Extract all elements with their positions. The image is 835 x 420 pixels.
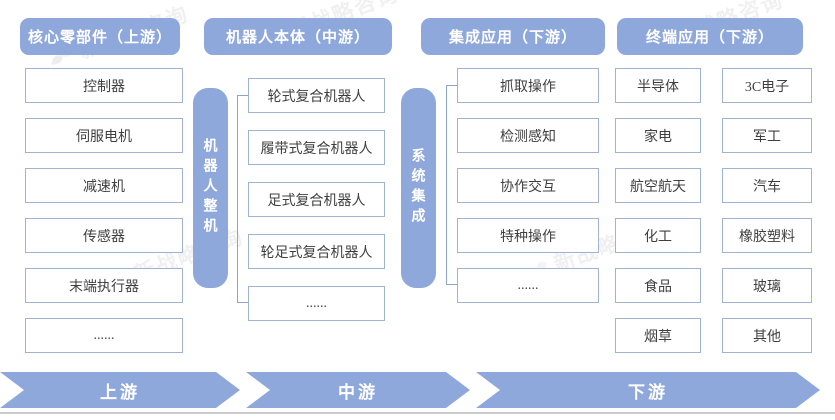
header-terminal-apps: 终端应用（下游） [617,18,803,55]
terminal-item-chemical: 化工 [615,218,701,253]
integration-bracket [446,85,457,285]
upstream-item-ellipsis: ...... [25,318,183,353]
terminal-item-aerospace: 航空航天 [615,168,701,203]
bottom-divider [0,412,835,414]
system-integration-bar: 系统集成 [401,88,436,288]
flow-arrow-midstream: 中游 [246,372,470,408]
integration-item-grasping: 抓取操作 [457,68,599,103]
midstream-item-legged: 足式复合机器人 [248,182,385,217]
midstream-item-wheeled: 轮式复合机器人 [248,78,385,113]
integration-item-ellipsis: ...... [457,268,599,303]
terminal-item-3c-electronics: 3C电子 [722,68,812,103]
terminal-item-rubber-plastic: 橡胶塑料 [722,218,812,253]
robot-whole-machine-bar: 机器人整机 [193,88,228,288]
upstream-item-sensor: 传感器 [25,218,183,253]
integration-item-interaction: 协作交互 [457,168,599,203]
terminal-item-military: 军工 [722,118,812,153]
upstream-item-end-effector: 末端执行器 [25,268,183,303]
midstream-item-tracked: 履带式复合机器人 [248,130,385,165]
upstream-item-controller: 控制器 [25,68,183,103]
midstream-item-ellipsis: ...... [248,286,385,321]
header-robot-body: 机器人本体（中游） [204,18,392,55]
terminal-item-home-appliance: 家电 [615,118,701,153]
header-integrated-apps: 集成应用（下游） [421,18,605,55]
terminal-item-semiconductor: 半导体 [615,68,701,103]
terminal-item-automotive: 汽车 [722,168,812,203]
midstream-item-wheel-legged: 轮足式复合机器人 [248,234,385,269]
integration-item-special-ops: 特种操作 [457,218,599,253]
flow-arrow-downstream: 下游 [476,372,820,408]
header-core-components: 核心零部件（上游） [20,18,180,55]
upstream-item-servo-motor: 伺服电机 [25,118,183,153]
flow-arrow-upstream: 上游 [0,372,240,408]
terminal-item-glass: 玻璃 [722,268,812,303]
midstream-bracket [237,95,248,303]
terminal-item-tobacco: 烟草 [615,318,701,353]
upstream-item-reducer: 减速机 [25,168,183,203]
terminal-item-food: 食品 [615,268,701,303]
terminal-item-other: 其他 [722,318,812,353]
integration-item-detection: 检测感知 [457,118,599,153]
